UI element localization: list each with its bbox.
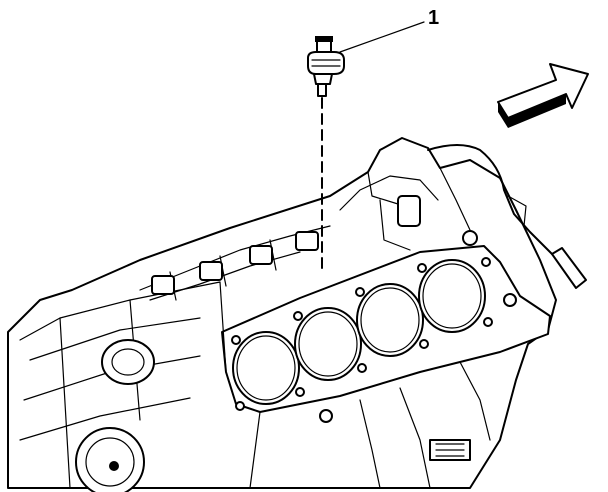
sensor-part xyxy=(307,36,345,271)
callout-label: 1 xyxy=(428,7,439,29)
cylinder-bore xyxy=(356,283,424,357)
cylinder-bore xyxy=(418,259,486,333)
cylinder-bore xyxy=(294,307,362,381)
callout-1: 1 xyxy=(339,7,439,53)
cylinder-bores xyxy=(231,257,493,411)
direction-arrow xyxy=(497,63,589,128)
cylinder-bore xyxy=(232,331,300,405)
